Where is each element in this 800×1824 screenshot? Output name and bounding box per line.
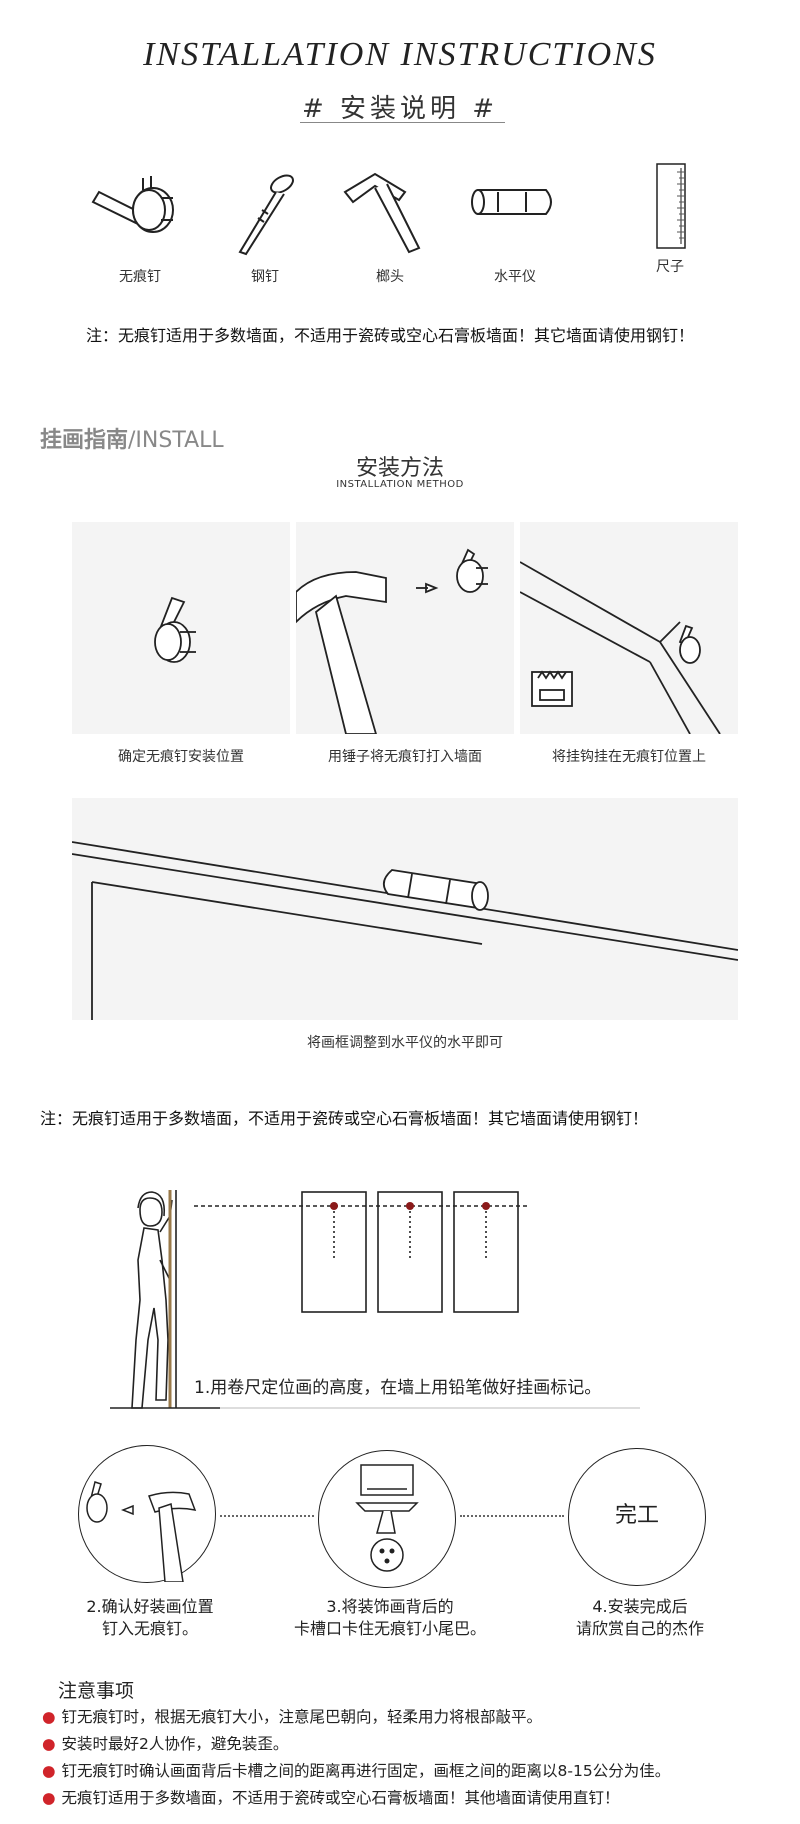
step-2-circle xyxy=(78,1445,216,1583)
steel-nail-icon xyxy=(238,174,294,256)
note-top: 注：无痕钉适用于多数墙面，不适用于瓷砖或空心石膏板墙面！其它墙面请使用钢钉！ xyxy=(86,326,695,345)
panel-caption: 将挂钩挂在无痕钉位置上 xyxy=(552,749,706,765)
tool-hammer: 榔头 xyxy=(330,170,450,286)
panel-caption: 用锤子将无痕钉打入墙面 xyxy=(328,749,482,765)
list-item: ●钉无痕钉时确认画面背后卡槽之间的距离再进行固定，画框之间的距离以8-15公分为… xyxy=(42,1762,671,1780)
traceless-nail-icon xyxy=(91,176,174,233)
measure-height-illustration xyxy=(110,1190,640,1409)
list-item: ●安装时最好2人协作，避免装歪。 xyxy=(42,1735,289,1753)
step-4-line1: 4.安装完成后 xyxy=(592,1597,688,1616)
method-subtitle: INSTALLATION METHOD xyxy=(336,479,464,490)
tool-steel-nail: 钢钉 xyxy=(205,170,325,286)
tool-label: 无痕钉 xyxy=(119,269,161,285)
install-label-en: /INSTALL xyxy=(128,428,224,453)
connector-dots xyxy=(460,1515,564,1517)
install-section-label: 挂画指南/INSTALL xyxy=(40,422,224,454)
step-2-text: 2.确认好装画位置 钉入无痕钉。 xyxy=(55,1596,245,1640)
tool-label: 水平仪 xyxy=(494,269,536,285)
step-3-line2: 卡槽口卡住无痕钉小尾巴。 xyxy=(293,1619,486,1638)
panel-level xyxy=(71,798,739,1020)
tool-traceless-nail: 无痕钉 xyxy=(80,170,200,286)
step-4-circle: 完工 xyxy=(568,1448,706,1586)
hammer-icon xyxy=(343,172,421,254)
spirit-level-icon xyxy=(471,189,552,215)
spirit-level-on-frame-icon xyxy=(71,841,739,1020)
panel-caption: 确定无痕钉安装位置 xyxy=(118,749,244,765)
panel-hammer xyxy=(295,522,514,735)
hammer-nail-icon xyxy=(295,548,488,735)
frame-hook-icon xyxy=(519,561,721,735)
page-subtitle: # 安装说明 # xyxy=(301,94,499,124)
step-3-text: 3.将装饰画背后的 卡槽口卡住无痕钉小尾巴。 xyxy=(280,1596,500,1640)
connector-dots xyxy=(220,1515,314,1517)
hammer-nail-icon xyxy=(86,1481,197,1583)
tool-label: 尺子 xyxy=(656,259,684,275)
step-2-line1: 2.确认好装画位置 xyxy=(86,1597,214,1616)
tool-spirit-level: 水平仪 xyxy=(455,170,575,286)
page-title: INSTALLATION INSTRUCTIONS xyxy=(143,36,657,73)
panel-caption: 将画框调整到水平仪的水平即可 xyxy=(307,1035,503,1051)
notices-title: 注意事项 xyxy=(58,1680,135,1702)
panel-locate xyxy=(72,522,290,734)
ruler-icon xyxy=(656,163,686,249)
tool-ruler: 尺子 xyxy=(610,160,730,276)
step-4-line2: 请欣赏自己的杰作 xyxy=(575,1619,704,1638)
step-4-circle-text: 完工 xyxy=(614,1503,659,1528)
traceless-nail-icon xyxy=(154,596,196,663)
step-1-text: 1.用卷尺定位画的高度，在墙上用铅笔做好挂画标记。 xyxy=(194,1378,602,1398)
list-item: ●无痕钉适用于多数墙面，不适用于瓷砖或空心石膏板墙面！其他墙面请使用直钉！ xyxy=(42,1789,620,1807)
note-mid: 注：无痕钉适用于多数墙面，不适用于瓷砖或空心石膏板墙面！其它墙面请使用钢钉！ xyxy=(40,1109,649,1128)
frame-slot-nail-icon xyxy=(355,1464,419,1572)
step-3-circle xyxy=(318,1450,456,1588)
notices-list: ●钉无痕钉时，根据无痕钉大小，注意尾巴朝向，轻柔用力将根部敲平。 ●安装时最好2… xyxy=(42,1704,782,1812)
subtitle-underline xyxy=(300,122,505,123)
panel-hang xyxy=(519,522,738,735)
install-label-cn: 挂画指南 xyxy=(40,428,129,453)
tool-label: 榔头 xyxy=(376,269,404,285)
step-2-line2: 钉入无痕钉。 xyxy=(101,1619,198,1638)
step-3-line1: 3.将装饰画背后的 xyxy=(326,1597,454,1616)
tool-label: 钢钉 xyxy=(251,269,279,285)
list-item: ●钉无痕钉时，根据无痕钉大小，注意尾巴朝向，轻柔用力将根部敲平。 xyxy=(42,1708,543,1726)
step-4-text: 4.安装完成后 请欣赏自己的杰作 xyxy=(540,1596,740,1640)
method-title: 安装方法 xyxy=(355,456,444,481)
